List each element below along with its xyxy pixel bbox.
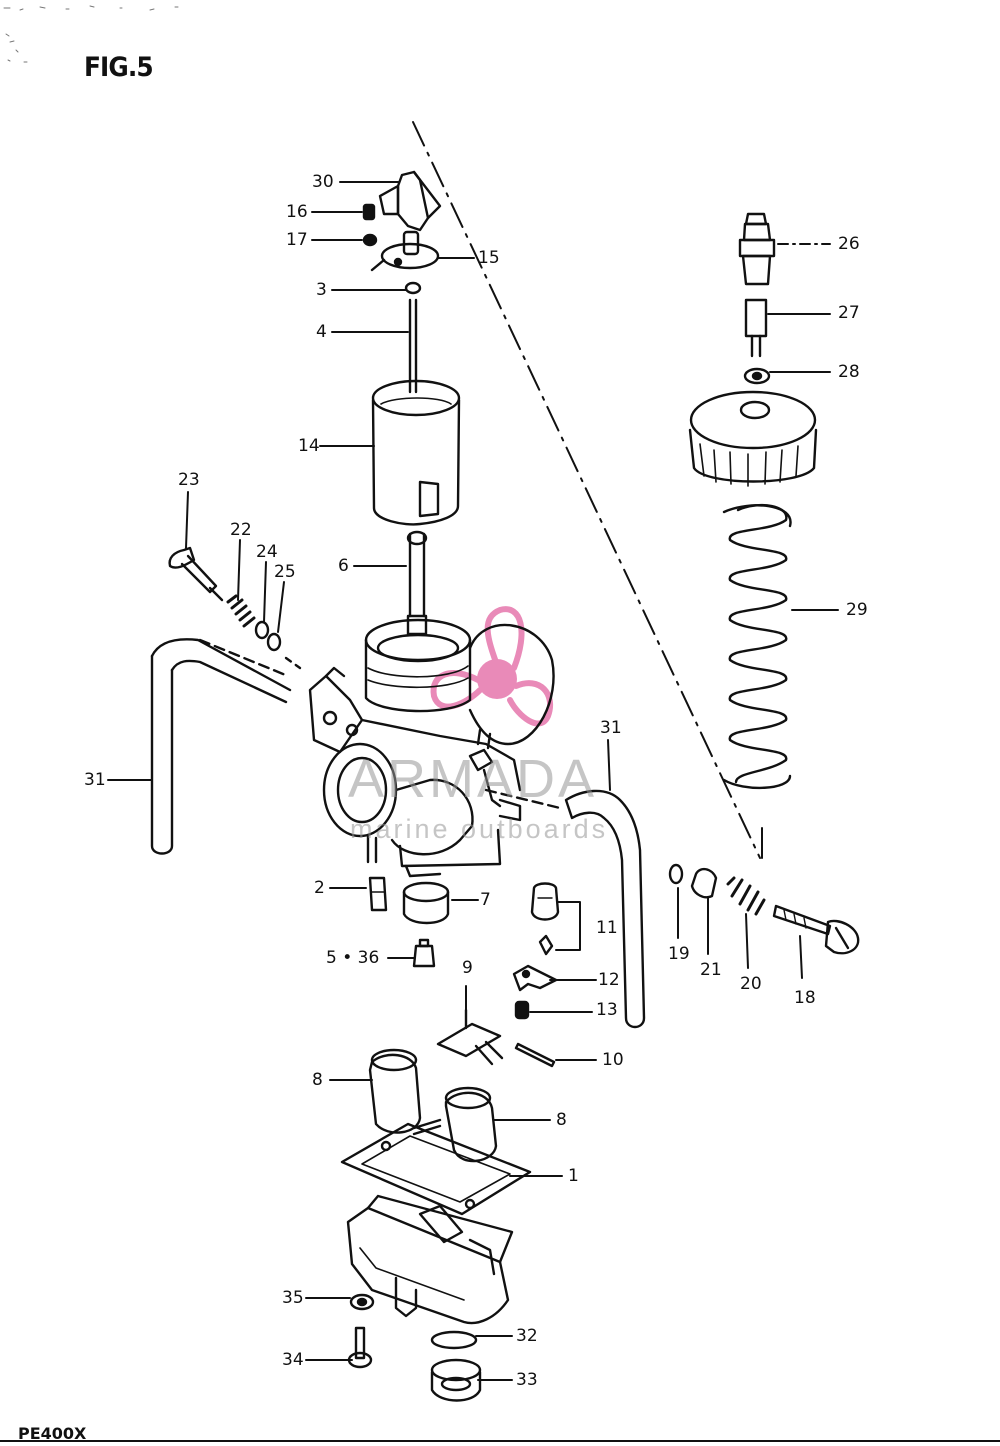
bottom-rule bbox=[0, 1440, 1000, 1442]
callout-2: 2 bbox=[314, 878, 325, 898]
callout-6: 6 bbox=[338, 556, 349, 576]
part-13-screw bbox=[514, 1000, 530, 1020]
callout-30: 30 bbox=[312, 172, 334, 192]
part-31-tube-left bbox=[150, 638, 292, 855]
part-20-spring bbox=[726, 876, 766, 916]
part-12-plate bbox=[512, 964, 558, 992]
callout-4: 4 bbox=[316, 322, 327, 342]
alignment-line-diagonal bbox=[412, 121, 761, 859]
callout-11: 11 bbox=[596, 918, 618, 938]
figure-title: FIG.5 bbox=[84, 52, 154, 83]
part-26-cable-adjuster bbox=[738, 212, 776, 286]
callout-26: 26 bbox=[838, 234, 860, 254]
part-29-spring bbox=[722, 503, 792, 790]
callout-16: 16 bbox=[286, 202, 308, 222]
part-19-o-ring bbox=[668, 863, 684, 885]
part-30-cap-plate bbox=[378, 170, 442, 232]
callout-7: 7 bbox=[480, 890, 491, 910]
callout-14: 14 bbox=[298, 436, 320, 456]
callout-27: 27 bbox=[838, 303, 860, 323]
part-31-tube-right bbox=[484, 788, 646, 1029]
part-27-locknut bbox=[744, 298, 768, 358]
model-label: PE400X bbox=[18, 1424, 87, 1443]
air-screw-axis bbox=[284, 656, 302, 670]
part-32-gasket bbox=[430, 1330, 478, 1350]
watermark-subtitle: marine outboards bbox=[350, 814, 609, 844]
part-22-spring bbox=[226, 594, 256, 628]
callout-34: 34 bbox=[282, 1350, 304, 1370]
callout-24: 24 bbox=[256, 542, 278, 562]
part-9-float-arm bbox=[436, 1008, 504, 1066]
part-16-screw bbox=[362, 203, 376, 221]
callout-31-right: 31 bbox=[600, 718, 622, 738]
callout-8-left: 8 bbox=[312, 1070, 323, 1090]
callout-13: 13 bbox=[596, 1000, 618, 1020]
part-6-needle-jet bbox=[406, 530, 428, 636]
callout-8-right: 8 bbox=[556, 1110, 567, 1130]
callout-35: 35 bbox=[282, 1288, 304, 1308]
float-bowl bbox=[346, 1194, 514, 1325]
watermark-brand: ARMADA bbox=[348, 749, 598, 809]
part-28-washer bbox=[743, 367, 771, 385]
part-23-air-screw bbox=[168, 546, 224, 602]
scan-noise bbox=[3, 5, 179, 63]
callout-10: 10 bbox=[602, 1050, 624, 1070]
callout-23: 23 bbox=[178, 470, 200, 490]
part-5-36-main-jet bbox=[412, 938, 436, 968]
callout-9: 9 bbox=[462, 958, 473, 978]
callout-5-36: 5 • 36 bbox=[326, 948, 380, 968]
float-link bbox=[412, 1118, 442, 1136]
part-21-washer bbox=[690, 867, 718, 899]
callout-15: 15 bbox=[478, 248, 500, 268]
part-15-needle-plate bbox=[370, 230, 440, 272]
callout-32: 32 bbox=[516, 1326, 538, 1346]
part-35-nut bbox=[349, 1293, 375, 1311]
callout-22: 22 bbox=[230, 520, 252, 540]
callout-12: 12 bbox=[598, 970, 620, 990]
callout-3: 3 bbox=[316, 280, 327, 300]
callout-25: 25 bbox=[274, 562, 296, 582]
part-17-washer bbox=[362, 233, 378, 247]
part-7-cap bbox=[402, 881, 450, 925]
part-top-cap bbox=[688, 390, 818, 487]
callout-33: 33 bbox=[516, 1370, 538, 1390]
callout-21: 21 bbox=[700, 960, 722, 980]
callout-17: 17 bbox=[286, 230, 308, 250]
part-24-washer bbox=[254, 620, 270, 640]
callout-28: 28 bbox=[838, 362, 860, 382]
part-3-clip bbox=[404, 281, 422, 295]
part-11-float-valve bbox=[530, 882, 560, 956]
part-1-gasket bbox=[340, 1122, 532, 1216]
callout-18: 18 bbox=[794, 988, 816, 1008]
part-14-throttle-valve bbox=[371, 379, 461, 526]
part-18-throttle-stop-screw bbox=[772, 904, 860, 955]
callout-1: 1 bbox=[568, 1166, 579, 1186]
leader-lines bbox=[107, 181, 839, 1381]
part-33-drain-plug bbox=[430, 1358, 482, 1402]
part-4-jet-needle bbox=[408, 298, 418, 394]
part-25-o-ring bbox=[266, 632, 282, 652]
callout-31-left: 31 bbox=[84, 770, 106, 790]
callout-20: 20 bbox=[740, 974, 762, 994]
part-8-float-left bbox=[368, 1048, 422, 1134]
part-10-float-pin bbox=[514, 1042, 556, 1068]
part-2-pilot-jet bbox=[368, 876, 388, 912]
callout-29: 29 bbox=[846, 600, 868, 620]
callout-19: 19 bbox=[668, 944, 690, 964]
part-8-float-right bbox=[444, 1086, 498, 1163]
part-34-screw bbox=[347, 1326, 373, 1369]
carburetor-body bbox=[308, 618, 555, 878]
watermark-propeller-icon bbox=[430, 606, 553, 727]
